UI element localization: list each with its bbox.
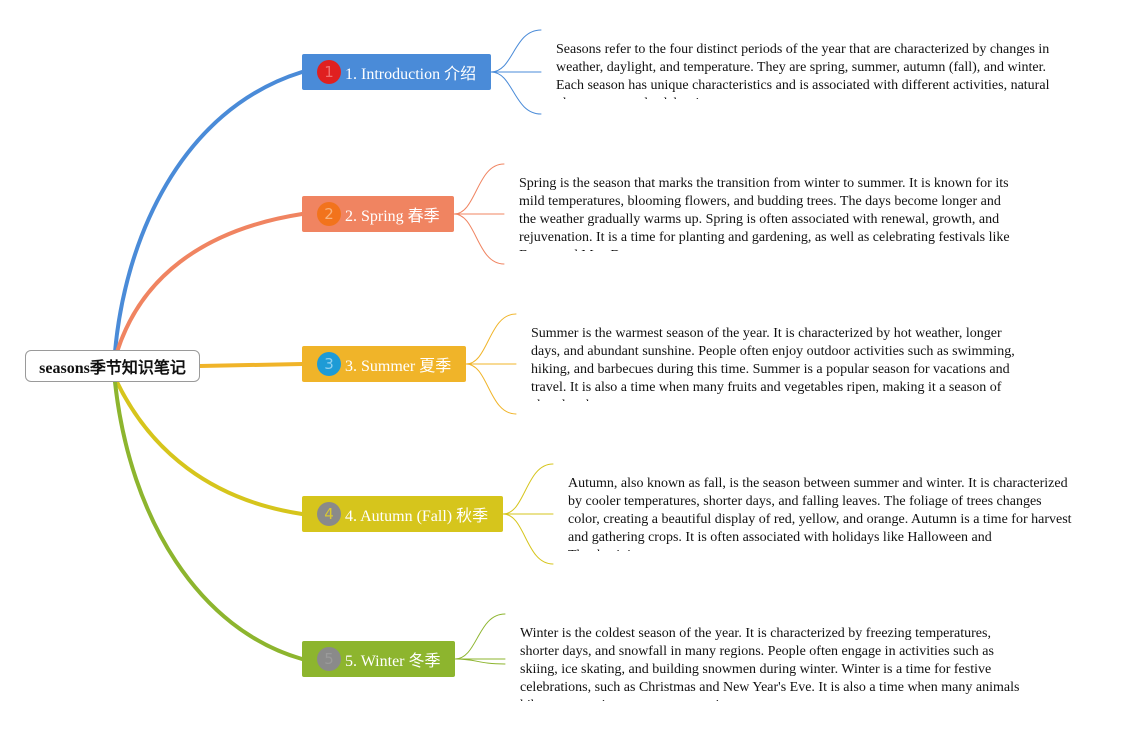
branch-line bbox=[115, 380, 304, 516]
note-bracket-top bbox=[454, 613, 506, 660]
note-introduction: Seasons refer to the four distinct perio… bbox=[556, 42, 1050, 99]
topic-introduction[interactable]: 1 1. Introduction 介绍 bbox=[302, 54, 491, 90]
note-winter: Winter is the coldest season of the year… bbox=[520, 626, 1020, 701]
note-autumn: Autumn, also known as fall, is the seaso… bbox=[568, 476, 1072, 551]
note-bracket-top bbox=[465, 313, 517, 365]
topic-label: 4. Autumn (Fall) 秋季 bbox=[345, 508, 489, 525]
note-bracket-bottom bbox=[454, 658, 506, 665]
number-badge-icon: 4 bbox=[317, 502, 341, 526]
note-spring: Spring is the season that marks the tran… bbox=[519, 176, 1010, 251]
note-bracket-top bbox=[490, 29, 542, 73]
root-topic[interactable]: seasons季节知识笔记 bbox=[25, 350, 200, 382]
branch-line bbox=[113, 70, 304, 354]
number-badge-icon: 3 bbox=[317, 352, 341, 376]
topic-label: 5. Winter 冬季 bbox=[345, 653, 441, 670]
topic-winter[interactable]: 5 5. Winter 冬季 bbox=[302, 641, 455, 677]
number-badge-icon: 1 bbox=[317, 60, 341, 84]
branch-line bbox=[115, 212, 304, 354]
branch-line bbox=[113, 380, 304, 661]
note-bracket-top bbox=[502, 463, 554, 515]
note-summer: Summer is the warmest season of the year… bbox=[531, 326, 1015, 401]
branch-line bbox=[198, 362, 304, 368]
topic-label: 2. Spring 春季 bbox=[345, 208, 440, 225]
note-bracket-bottom bbox=[465, 363, 517, 415]
root-topic-label: seasons季节知识笔记 bbox=[39, 360, 186, 377]
topic-spring[interactable]: 2 2. Spring 春季 bbox=[302, 196, 454, 232]
number-badge-icon: 2 bbox=[317, 202, 341, 226]
note-bracket-top bbox=[453, 163, 505, 215]
note-bracket-bottom bbox=[502, 513, 554, 565]
topic-label: 1. Introduction 介绍 bbox=[345, 66, 477, 83]
note-bracket-bottom bbox=[453, 213, 505, 265]
topic-autumn[interactable]: 4 4. Autumn (Fall) 秋季 bbox=[302, 496, 503, 532]
note-bracket-bottom bbox=[490, 71, 542, 115]
number-badge-icon: 5 bbox=[317, 647, 341, 671]
topic-label: 3. Summer 夏季 bbox=[345, 358, 452, 375]
topic-summer[interactable]: 3 3. Summer 夏季 bbox=[302, 346, 466, 382]
